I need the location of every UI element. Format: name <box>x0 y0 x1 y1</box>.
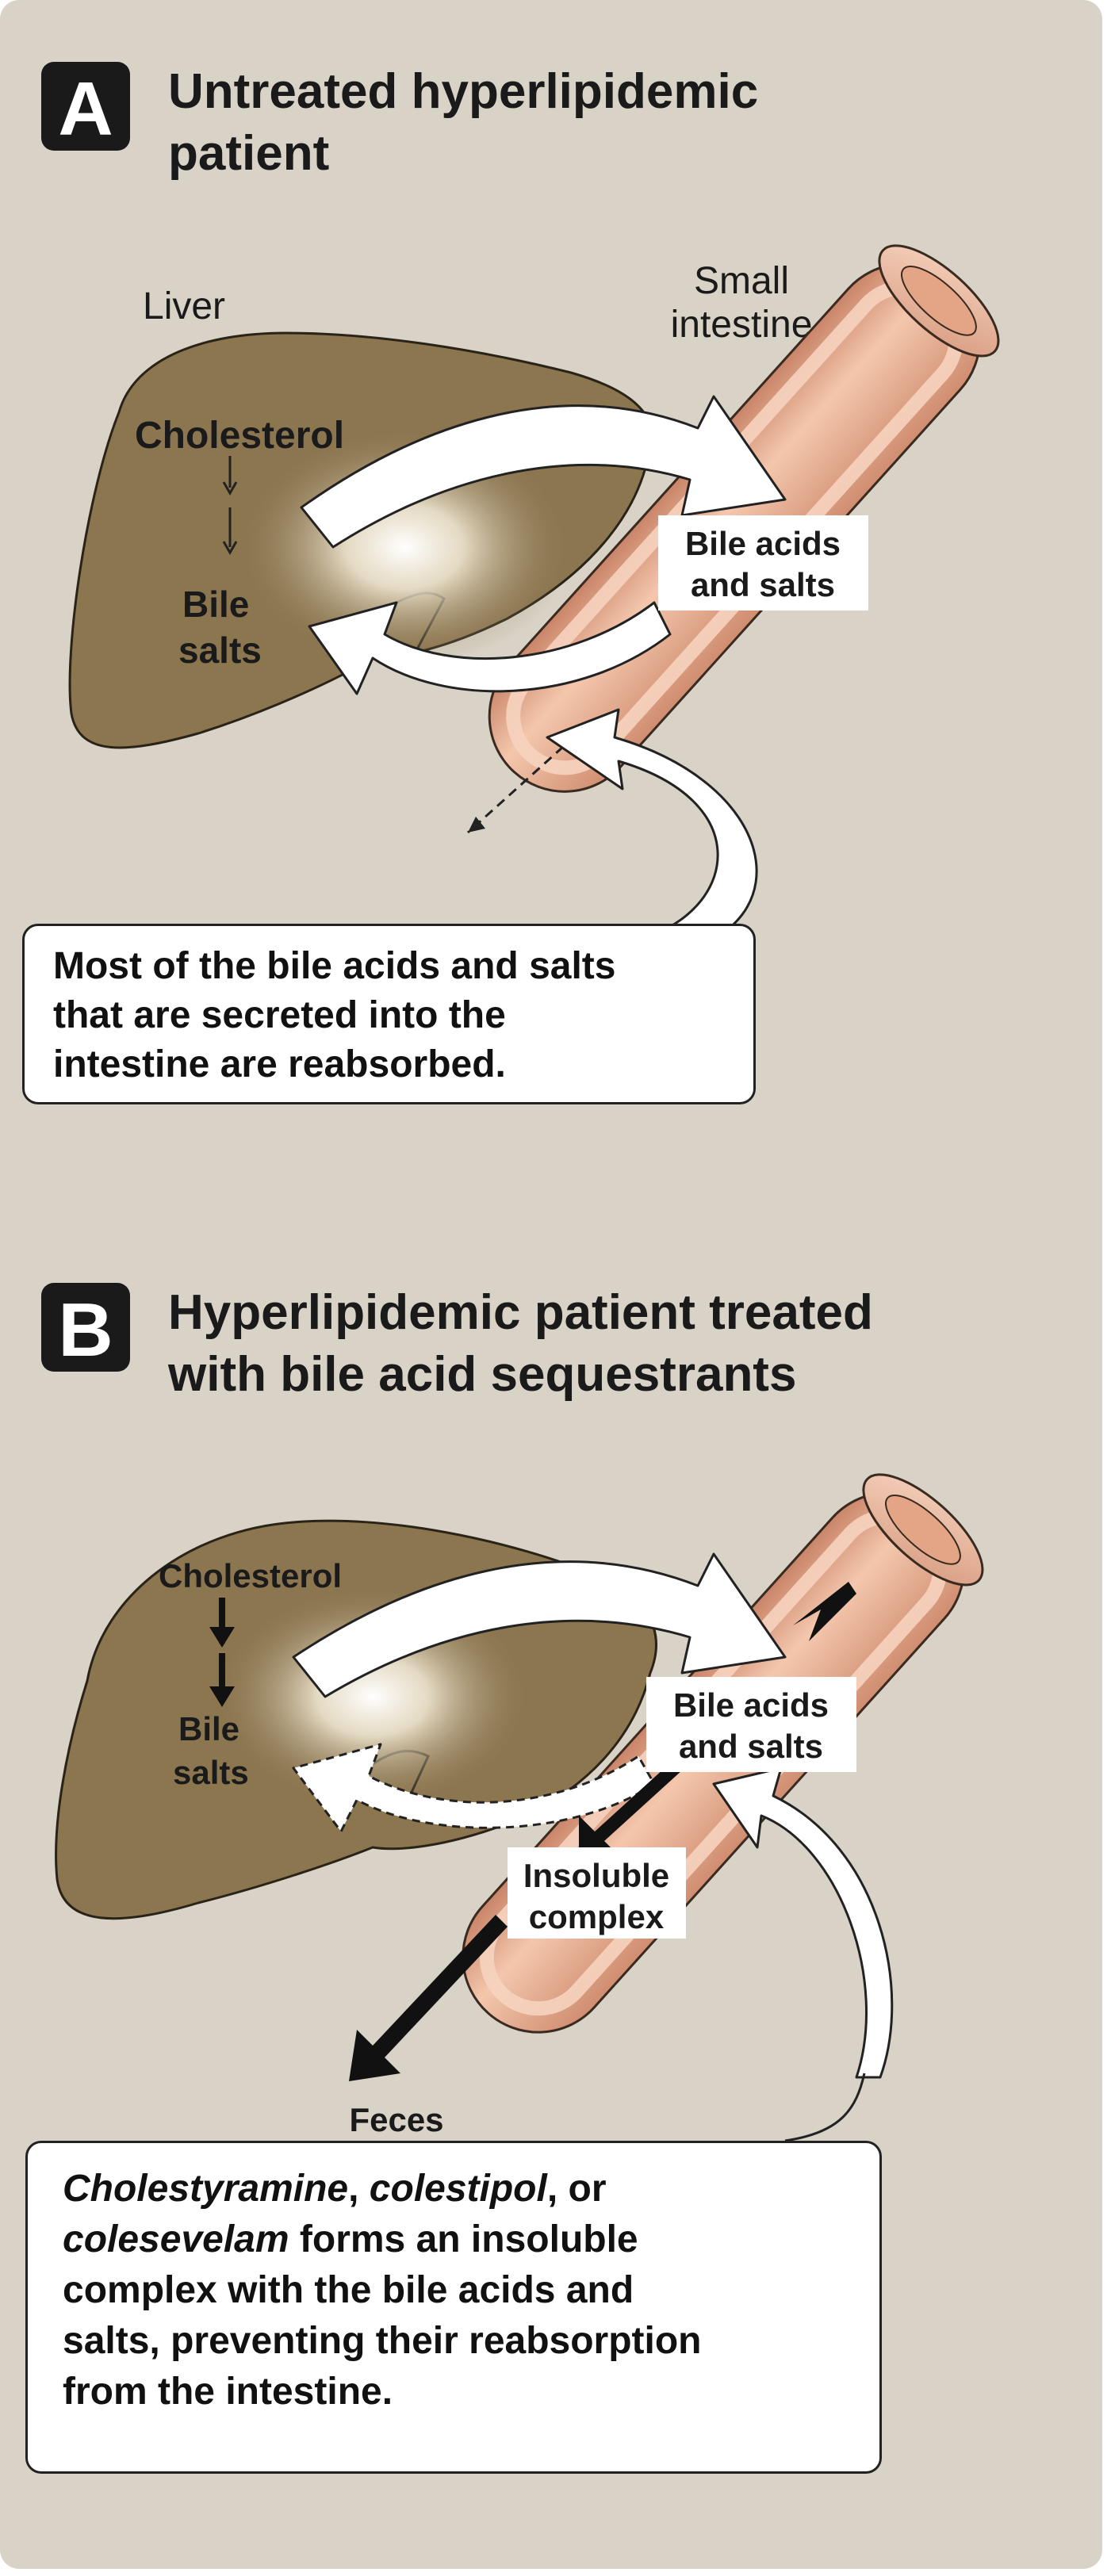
badge-b <box>41 1283 130 1372</box>
callout-a: Most of the bile acids and salts that ar… <box>22 924 756 1104</box>
panel-a-title-line2: patient <box>168 126 329 181</box>
arrow-return-b-dashed <box>292 1743 656 1833</box>
liver-b-glow <box>214 1586 531 1808</box>
complex-label-line1: Insoluble <box>523 1857 669 1894</box>
panel-b-title-line2: with bile acid sequestrants <box>167 1347 796 1402</box>
callout-b-line1: Cholestyramine, colestipol, or <box>63 2164 845 2214</box>
complex-box <box>508 1847 686 1939</box>
cholesterol-label-a: Cholesterol <box>135 415 344 457</box>
bile-acids-label-a-line1: Bile acids <box>685 525 841 562</box>
callout-b-line4: salts, preventing their reabsorption <box>63 2320 702 2362</box>
drug-cholestyramine: Cholestyramine <box>63 2168 349 2210</box>
reabsorption-dashed-a <box>466 724 588 834</box>
feces-label: Feces <box>349 2101 443 2138</box>
reabsorption-dashed-a-head <box>468 817 485 833</box>
arrow-return-a <box>308 601 672 695</box>
callout-b-line5: from the intestine. <box>63 2371 393 2413</box>
liver-label-a: Liver <box>143 285 225 327</box>
cholesterol-label-b: Cholesterol <box>159 1557 342 1594</box>
bile-acids-label-b-line1: Bile acids <box>673 1686 829 1724</box>
intestine-label-a-line1: Small <box>694 260 789 302</box>
callout-b-tail <box>784 2073 866 2142</box>
bile-salts-label-a-line2: salts <box>178 630 262 671</box>
callout-b-rest1: forms an insoluble <box>289 2218 638 2260</box>
black-arrow-into-intestine <box>793 1582 856 1641</box>
badge-a-letter: A <box>58 67 113 151</box>
bile-acids-label-b-line2: and salts <box>679 1728 823 1765</box>
callout-a-line3: intestine are reabsorbed. <box>53 1043 506 1085</box>
chol-arrow-b-2-head <box>209 1686 235 1707</box>
bile-salts-label-b-line2: salts <box>173 1754 249 1791</box>
intestine-label-a-line2: intestine <box>671 304 813 346</box>
bile-salts-label-a-line1: Bile <box>182 584 249 625</box>
black-arrow-to-complex <box>579 1752 692 1855</box>
bile-acids-box-b <box>646 1677 856 1772</box>
liver-a-glow <box>238 428 571 666</box>
chol-arrow-a-1-head <box>222 481 238 496</box>
badge-b-letter: B <box>58 1288 113 1372</box>
chol-arrow-b-1-head <box>209 1627 235 1648</box>
panel-a-title-line1: Untreated hyperlipidemic <box>168 64 758 119</box>
bile-acids-box-a <box>658 515 868 611</box>
badge-a <box>41 62 130 151</box>
arrow-secretion-a <box>300 395 787 549</box>
callout-b-sep2: , or <box>546 2168 607 2210</box>
black-arrow-to-feces <box>349 1915 508 2081</box>
arrow-callout-b <box>712 1766 894 2079</box>
callout-b-sep1: , <box>348 2168 370 2210</box>
drug-colesevelam: colesevelam <box>63 2218 289 2260</box>
panel-b: B Hyperlipidemic patient treated with bi… <box>41 1283 984 2142</box>
callout-b: Cholestyramine, colestipol, or colesevel… <box>25 2141 882 2474</box>
chol-arrow-a-2-head <box>222 541 238 556</box>
complex-label-line2: complex <box>529 1898 665 1935</box>
arrow-secretion-b <box>292 1552 787 1698</box>
panel-b-title-line1: Hyperlipidemic patient treated <box>168 1285 873 1340</box>
arrow-reabsorb-a <box>546 708 758 953</box>
callout-a-line2: that are secreted into the <box>53 994 506 1036</box>
bile-acids-label-a-line2: and salts <box>691 566 835 603</box>
callout-b-line2: colesevelam forms an insoluble <box>63 2214 845 2265</box>
callout-a-line1: Most of the bile acids and salts <box>53 945 616 987</box>
panel-a: A Untreated hyperlipidemic patient Liver… <box>41 62 1000 953</box>
bile-salts-label-b-line1: Bile <box>178 1710 239 1747</box>
callout-b-line3: complex with the bile acids and <box>63 2269 634 2311</box>
drug-colestipol: colestipol <box>369 2168 547 2210</box>
